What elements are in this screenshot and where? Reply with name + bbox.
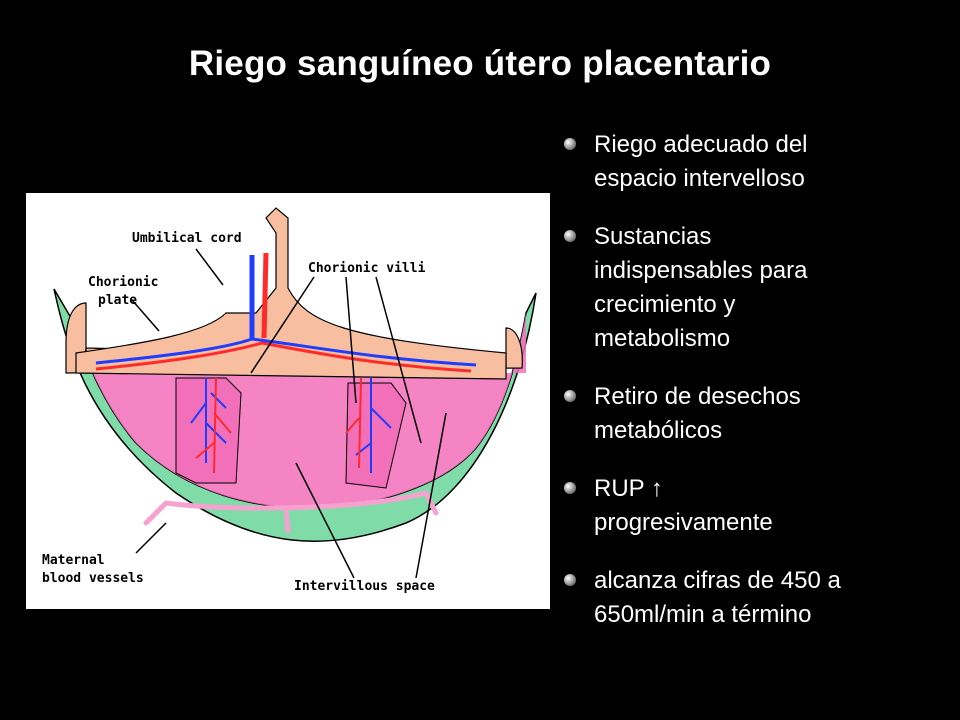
pointer-lines bbox=[131, 248, 447, 579]
bullet-line: indispensables para bbox=[594, 257, 808, 284]
label-chorionic-villi: Chorionic villi bbox=[308, 261, 426, 276]
bullet-sphere-icon bbox=[564, 574, 576, 586]
slide-title: Riego sanguíneo útero placentario bbox=[188, 44, 772, 83]
chorionic-plate-band bbox=[75, 207, 507, 380]
bullet-line: metabolismo bbox=[594, 325, 731, 352]
bullet-item: Retiro de desechos metabólicos bbox=[562, 380, 952, 448]
bullet-item: RUP ↑ progresivamente bbox=[562, 472, 952, 540]
bullet-line: alcanza cifras de 450 a bbox=[594, 567, 841, 594]
bullet-item: alcanza cifras de 450 a 650ml/min a térm… bbox=[562, 564, 952, 632]
bullet-sphere-icon bbox=[564, 390, 576, 402]
bullet-line: 650ml/min a término bbox=[594, 601, 812, 628]
bullet-list: Riego adecuado del espacio intervelloso … bbox=[562, 128, 952, 632]
label-maternal-1: Maternal bbox=[42, 553, 105, 568]
bullet-item: Sustancias indispensables para crecimien… bbox=[562, 220, 952, 356]
bullet-sphere-icon bbox=[564, 230, 576, 242]
label-chorionic-plate-2: plate bbox=[98, 293, 137, 308]
bullet-line: Sustancias bbox=[594, 223, 712, 250]
label-umbilical-cord: Umbilical cord bbox=[132, 231, 242, 246]
bullet-line: RUP ↑ bbox=[594, 475, 663, 502]
villus-right-arteries bbox=[345, 377, 362, 469]
bullet-line: espacio intervelloso bbox=[594, 165, 805, 192]
bullet-item: Riego adecuado del espacio intervelloso bbox=[562, 128, 952, 196]
plate-artery bbox=[95, 341, 472, 373]
cord-artery bbox=[261, 252, 269, 339]
bullet-sphere-icon bbox=[564, 138, 576, 150]
bullet-line: progresivamente bbox=[594, 509, 773, 536]
bullet-line: Retiro de desechos bbox=[594, 383, 801, 410]
bullet-line: metabólicos bbox=[594, 417, 723, 444]
villus-left-arteries bbox=[195, 377, 232, 474]
bullet-sphere-icon bbox=[564, 482, 576, 494]
bullet-line: crecimiento y bbox=[594, 291, 736, 318]
placenta-diagram: Umbilical cord Chorionic plate Chorionic… bbox=[26, 193, 550, 609]
plate-vein bbox=[95, 337, 477, 367]
label-chorionic-plate-1: Chorionic bbox=[88, 275, 158, 290]
maternal-vessels bbox=[143, 490, 439, 534]
placenta-svg: Umbilical cord Chorionic plate Chorionic… bbox=[42, 207, 537, 594]
villus-left bbox=[175, 377, 242, 484]
villus-left-vessels bbox=[190, 378, 227, 463]
label-intervillous-space: Intervillous space bbox=[294, 579, 435, 594]
label-maternal-2: blood vessels bbox=[42, 571, 144, 586]
bullet-line: Riego adecuado del bbox=[594, 131, 808, 158]
